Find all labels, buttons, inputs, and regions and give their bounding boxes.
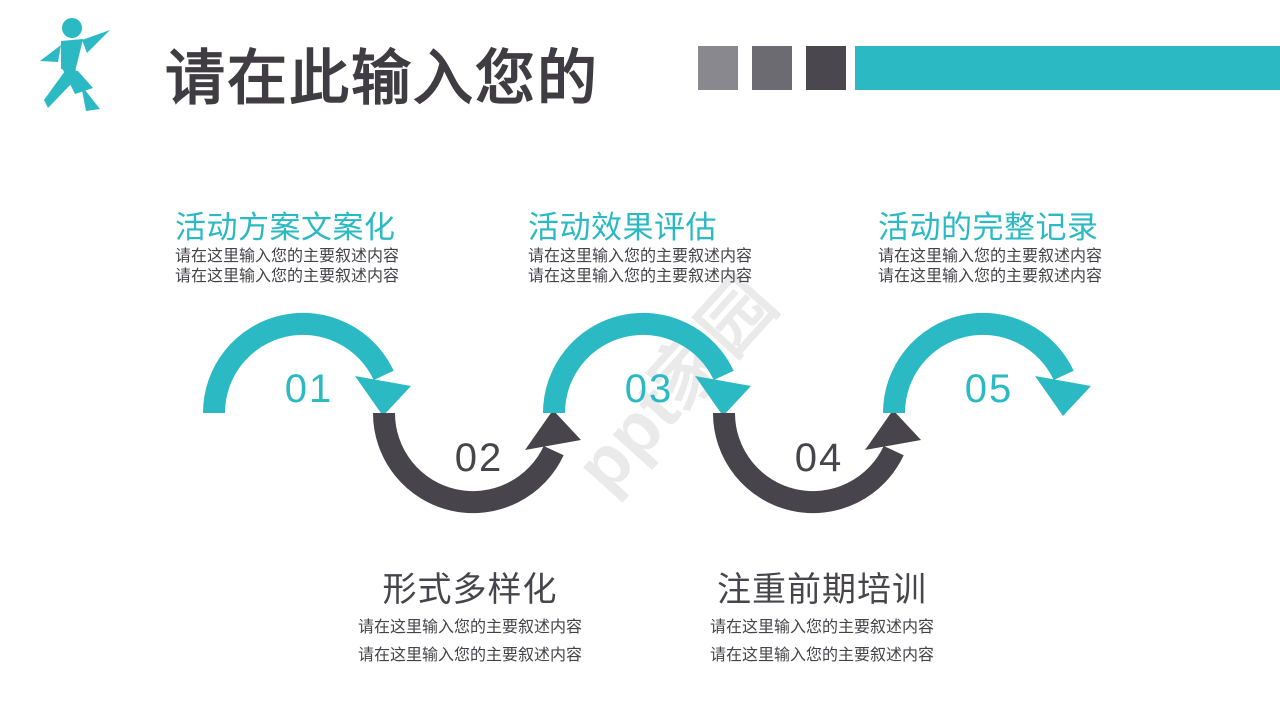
arc-3-curve (543, 312, 734, 414)
step-1-number: 01 (284, 367, 334, 411)
arc-3-arrowhead-icon (695, 376, 751, 416)
step-4-textblock: 注重前期培训 请在这里输入您的主要叙述内容 请在这里输入您的主要叙述内容 (662, 568, 982, 668)
accent-bar (855, 46, 1280, 90)
step-3-number: 03 (624, 367, 674, 411)
step-4-desc-line1: 请在这里输入您的主要叙述内容 (709, 619, 934, 636)
step-4-desc-line2: 请在这里输入您的主要叙述内容 (709, 647, 934, 664)
step-2-textblock: 形式多样化 请在这里输入您的主要叙述内容 请在这里输入您的主要叙述内容 (310, 568, 630, 668)
step-3-desc-line2: 请在这里输入您的主要叙述内容 (528, 268, 753, 285)
slide-title: 请在此输入您的 (165, 45, 599, 112)
runner-logo-icon (40, 18, 110, 111)
arc-2-arrowhead-icon (525, 410, 581, 450)
step-2-number: 02 (454, 436, 504, 480)
arc-step-1 (203, 312, 411, 416)
arc-1-curve (203, 312, 394, 414)
step-1-desc-line2: 请在这里输入您的主要叙述内容 (175, 268, 400, 285)
step-3-title: 活动效果评估 (528, 210, 717, 245)
arc-1-arrowhead-icon (355, 376, 411, 416)
step-2-desc-line2: 请在这里输入您的主要叙述内容 (357, 647, 582, 664)
step-4-title: 注重前期培训 (717, 571, 927, 609)
step-2-desc-line1: 请在这里输入您的主要叙述内容 (357, 619, 582, 636)
arc-5-arrowhead-icon (1035, 376, 1091, 416)
step-5-textblock: 活动的完整记录 请在这里输入您的主要叙述内容 请在这里输入您的主要叙述内容 (878, 210, 1102, 286)
decor-square-2 (752, 46, 792, 90)
arc-step-5 (883, 312, 1091, 416)
step-5-title: 活动的完整记录 (878, 210, 1099, 245)
step-4-number: 04 (794, 436, 844, 480)
decor-square-1 (698, 46, 738, 90)
step-2-title: 形式多样化 (382, 571, 558, 609)
step-5-desc-line2: 请在这里输入您的主要叙述内容 (878, 268, 1103, 285)
step-3-desc-line1: 请在这里输入您的主要叙述内容 (528, 248, 753, 265)
step-1-desc-line1: 请在这里输入您的主要叙述内容 (175, 248, 400, 265)
arc-step-4 (713, 410, 921, 514)
decor-square-3 (806, 46, 846, 90)
arc-4-curve (713, 412, 904, 514)
step-1-textblock: 活动方案文案化 请在这里输入您的主要叙述内容 请在这里输入您的主要叙述内容 (175, 210, 399, 286)
arc-2-curve (373, 412, 564, 514)
arc-step-2 (373, 410, 581, 514)
step-5-desc-line1: 请在这里输入您的主要叙述内容 (878, 248, 1103, 265)
arc-5-curve (883, 312, 1074, 414)
step-5-number: 05 (964, 367, 1014, 411)
arc-step-3 (543, 312, 751, 416)
step-3-textblock: 活动效果评估 请在这里输入您的主要叙述内容 请在这里输入您的主要叙述内容 (528, 210, 752, 286)
step-1-title: 活动方案文案化 (175, 210, 396, 245)
arc-4-arrowhead-icon (865, 410, 921, 450)
process-diagram (203, 312, 1091, 514)
